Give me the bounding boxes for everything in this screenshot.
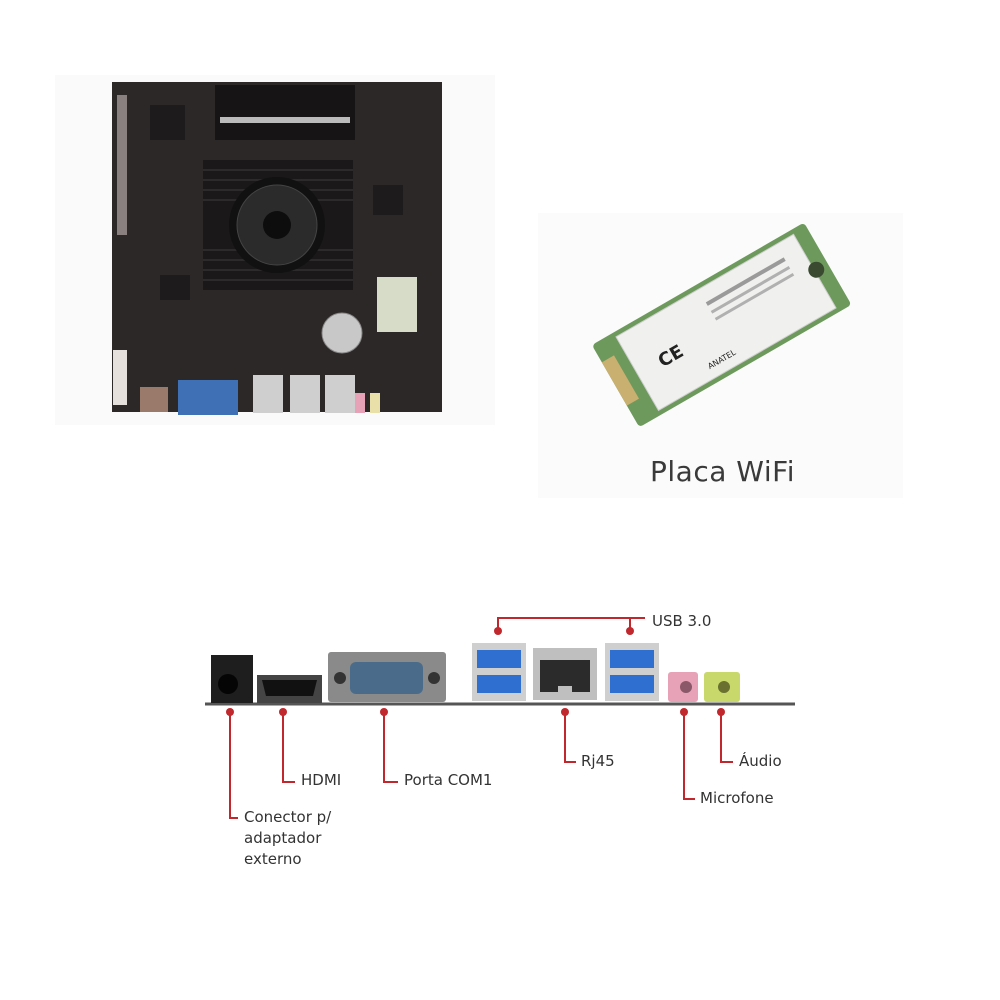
- label-dc-line3: externo: [244, 850, 302, 868]
- label-dc-line1: Conector p/: [244, 808, 332, 826]
- rear-io-photo: [205, 585, 795, 895]
- label-com: Porta COM1: [404, 771, 493, 789]
- dc-jack-connector: [211, 655, 253, 703]
- rj45-connector: [533, 648, 597, 700]
- label-dc-line2: adaptador: [244, 829, 322, 847]
- label-usb: USB 3.0: [652, 612, 712, 630]
- wifi-card-caption: Placa WiFi: [650, 455, 795, 488]
- wifi-card-photo: CE ANATEL: [538, 213, 903, 498]
- label-rj45: Rj45: [581, 752, 615, 770]
- mic-jack: [668, 672, 698, 702]
- label-hdmi: HDMI: [301, 771, 342, 789]
- wifi-card-illustration: CE ANATEL: [593, 223, 851, 426]
- com-port-connector: [328, 652, 446, 702]
- label-audio: Áudio: [739, 752, 782, 770]
- motherboard-illustration: [112, 82, 442, 415]
- hdmi-connector: [257, 675, 322, 703]
- label-dc-connector: Conector p/ adaptador externo: [244, 807, 364, 870]
- usb-port-left: [472, 643, 526, 701]
- label-mic: Microfone: [700, 789, 774, 807]
- audio-jack: [704, 672, 740, 702]
- motherboard-photo: [55, 75, 495, 425]
- usb-port-right: [605, 643, 659, 701]
